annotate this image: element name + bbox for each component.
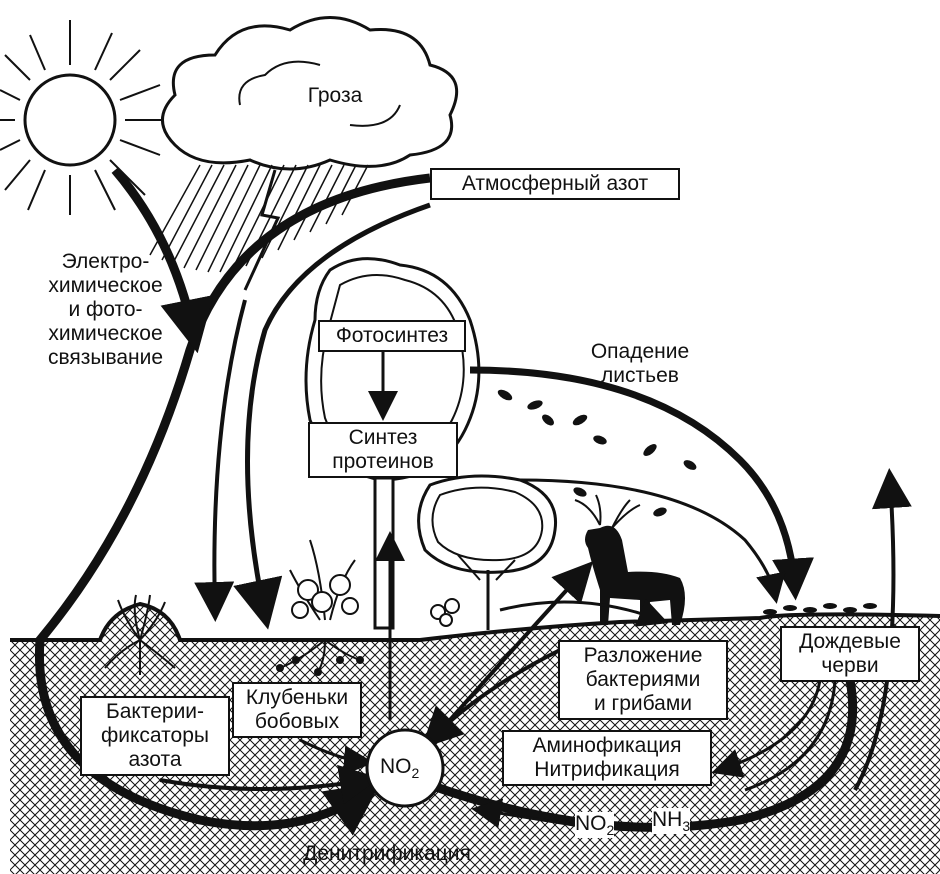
storm-cloud-icon	[161, 16, 459, 171]
earthworm-to-ammonification-arrow	[711, 679, 822, 778]
photosynthesis-box: Фотосинтез	[318, 320, 466, 352]
earthworms-box: Дождевые черви	[780, 626, 920, 682]
earthworm-to-ammonification-arrow-2	[744, 679, 837, 792]
bacteria-to-no2-arrow	[159, 764, 380, 805]
sun-icon	[0, 20, 165, 215]
atmospheric-nitrogen-box: Атмосферный азот	[430, 168, 680, 200]
nh3-bottom-formula: NH3	[652, 808, 691, 835]
no2-nh3-connector	[628, 824, 650, 830]
small-tree-icon	[417, 474, 558, 630]
tree-to-litter-arrow	[519, 478, 786, 604]
atmospheric-to-nodules-arrow	[233, 202, 431, 630]
leaf-fall-label: Опадение листьев	[590, 340, 690, 387]
decomposition-to-no2-arrow	[421, 648, 561, 749]
soil-to-moose-arrow	[448, 561, 594, 722]
nodules-box: Клубеньки бобовых	[232, 682, 362, 738]
fixation-label: Электро- химическое и фото- химическое с…	[47, 250, 164, 369]
protein-synthesis-box: Синтез протеинов	[308, 422, 458, 478]
decomposition-box: Разложение бактериями и грибами	[558, 640, 728, 720]
atmospheric-to-soil-arrow	[34, 173, 431, 836]
legume-plant-icon	[276, 539, 364, 676]
sun-fixation-arrow	[111, 167, 214, 354]
nitrogen-fixing-bacteria-box: Бактерии- фиксаторы азота	[80, 696, 230, 776]
earthworm-to-no2-arrow	[428, 679, 858, 832]
rain-to-soil-arrow	[194, 299, 247, 622]
bacteria-mound-plant	[104, 594, 176, 675]
no2-bottom-sub: 2	[606, 822, 615, 839]
leaf-litter	[763, 603, 877, 615]
no2-bottom-main: NO	[575, 812, 607, 835]
moose-to-decomposition-arrow	[499, 598, 669, 627]
nh3-to-no2-arrow	[471, 798, 581, 829]
denitrification-label: Денитрификация	[303, 842, 471, 865]
lightning-bolt-icon	[243, 169, 281, 291]
falling-leaves	[497, 389, 697, 517]
ammonification-box: Аминофикация Нитрификация	[502, 730, 712, 786]
no2-center-formula: NO2	[380, 755, 419, 781]
no2-circle	[365, 728, 445, 808]
thunderstorm-label: Гроза	[307, 84, 363, 107]
leaf-fall-arrow	[469, 366, 814, 601]
nodules-to-no2-arrow	[299, 738, 374, 776]
no2-center-main: NO	[380, 755, 412, 778]
nh3-bottom-sub: 3	[682, 818, 691, 835]
no2-center-sub: 2	[411, 765, 420, 782]
small-plant-icon	[430, 598, 460, 627]
nh3-bottom-main: NH	[652, 808, 683, 831]
moose-icon	[574, 494, 685, 625]
no2-bottom-formula: NO2	[575, 812, 615, 839]
